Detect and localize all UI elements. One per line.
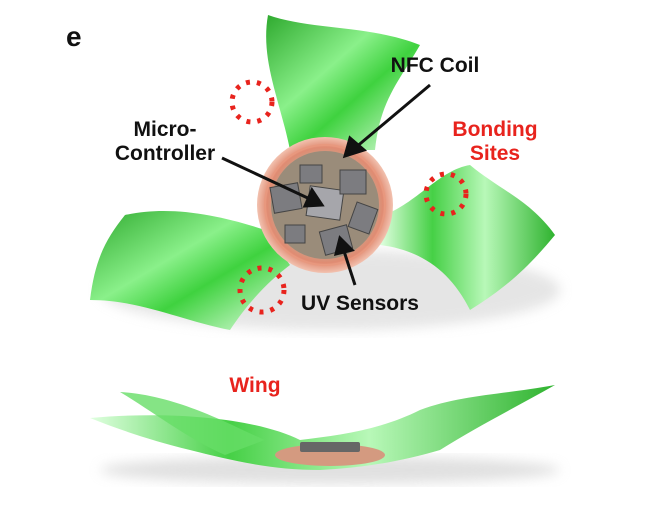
nfc-coil-label: NFC Coil xyxy=(390,54,480,77)
wing-top xyxy=(266,15,420,150)
wing-label: Wing xyxy=(229,374,281,397)
bonding-site-marker xyxy=(237,265,287,315)
bonding-site-marker xyxy=(229,79,275,125)
wing-right xyxy=(380,165,555,310)
uv-sensors-label: UV Sensors xyxy=(301,292,419,315)
bonding-sites-line1: Bonding xyxy=(452,118,538,141)
micro-controller-arrow xyxy=(221,156,313,202)
wing-left xyxy=(90,210,290,330)
bonding-site-marker xyxy=(423,171,469,217)
uv-sensors-arrow xyxy=(341,247,357,286)
micro-controller-label: Micro- Controller xyxy=(100,118,230,166)
bonding-sites-line2: Sites xyxy=(469,142,521,165)
bonding-sites-label: Bonding Sites xyxy=(440,118,550,166)
wing-side-view xyxy=(90,385,555,470)
micro-controller-line2: Controller xyxy=(114,142,216,165)
panel-label: e xyxy=(66,21,82,52)
nfc-coil-arrow xyxy=(354,83,431,150)
micro-controller-line1: Micro- xyxy=(133,118,197,141)
